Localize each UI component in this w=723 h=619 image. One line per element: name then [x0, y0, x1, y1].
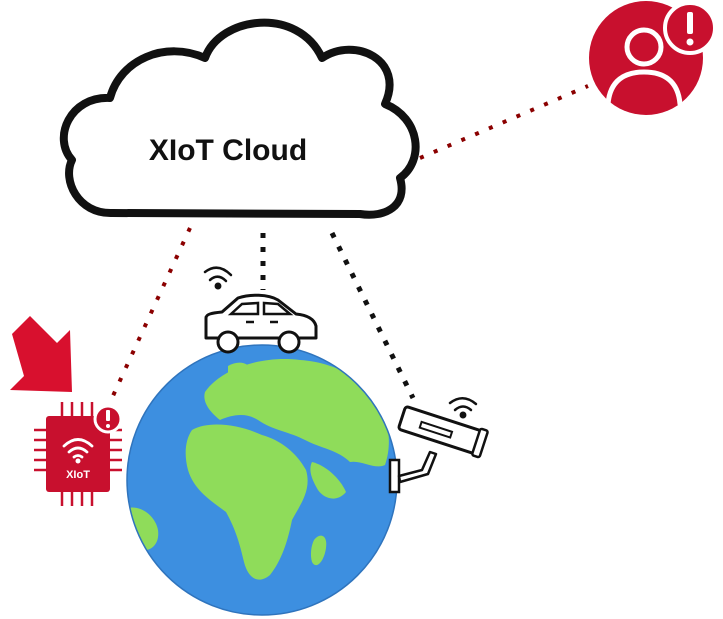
cloud-shape — [59, 18, 420, 219]
land-madagascar — [310, 535, 327, 566]
chip-label: XIoT — [66, 469, 90, 481]
xiot-cloud: XIoT Cloud — [59, 18, 420, 219]
car-icon — [203, 266, 318, 354]
connector-cloud-chip — [110, 227, 192, 399]
globe-icon — [126, 344, 398, 616]
down-right-arrow-icon — [10, 316, 72, 392]
land-eurasia — [204, 359, 389, 467]
connector-cloud-camera — [329, 231, 416, 400]
land-africa — [185, 424, 308, 580]
connector-cloud-user — [419, 84, 589, 160]
iot-chip-icon: XIoT — [34, 402, 123, 506]
camera-wifi-icon — [448, 397, 478, 419]
wifi-icon — [62, 438, 94, 459]
cloud-label: XIoT Cloud — [149, 134, 307, 167]
security-camera-icon — [388, 397, 489, 494]
land-arabia — [310, 462, 346, 499]
land-greenland — [228, 362, 252, 380]
user-alert-icon — [589, 1, 717, 115]
car-wifi-icon — [203, 266, 233, 290]
